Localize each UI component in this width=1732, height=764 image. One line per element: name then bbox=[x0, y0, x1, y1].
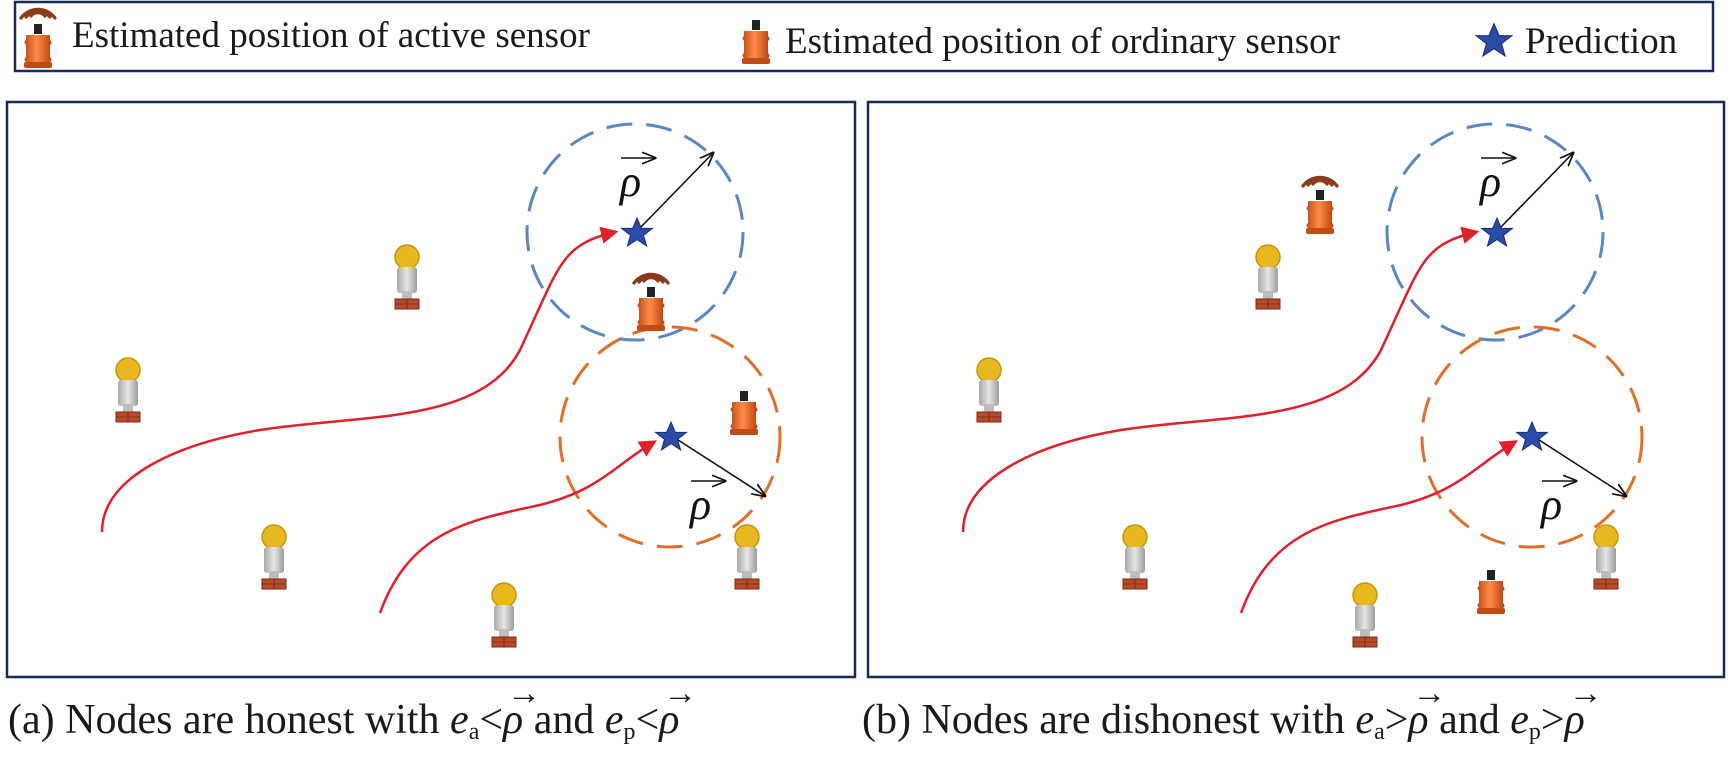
trajectory-lower bbox=[1239, 440, 1519, 614]
anchor-node bbox=[394, 244, 420, 310]
caption-a-and: and bbox=[523, 697, 605, 743]
panel-a-frame bbox=[5, 100, 857, 679]
caption-a: (a) Nodes are honest with ea<ρ and ep<ρ bbox=[8, 669, 698, 757]
anchor-node bbox=[1593, 524, 1619, 590]
caption-a-sub-p: p bbox=[623, 719, 636, 745]
orange-range-circle bbox=[1420, 325, 1644, 549]
rho-label-lower: ρ bbox=[688, 480, 711, 529]
caption-b-rel2: > bbox=[1540, 697, 1565, 743]
anchor-node bbox=[734, 524, 760, 590]
caption-a-prefix: (a) Nodes are honest with bbox=[8, 697, 451, 743]
caption-a-e1: e bbox=[450, 697, 469, 743]
trajectory-upper bbox=[100, 226, 619, 533]
rho-label-lower: ρ bbox=[1539, 480, 1562, 529]
caption-a-rho2: ρ bbox=[659, 669, 697, 745]
anchor-node bbox=[1255, 244, 1281, 310]
caption-b-rho2: ρ bbox=[1565, 669, 1603, 745]
caption-b-prefix: (b) Nodes are dishonest with bbox=[862, 697, 1356, 743]
anchor-node bbox=[976, 357, 1002, 423]
blue-range-circle bbox=[525, 122, 745, 342]
panel-b: ρ ρ bbox=[866, 100, 1726, 679]
caption-b-rho1: ρ bbox=[1408, 669, 1446, 745]
panel-b-frame bbox=[866, 100, 1726, 679]
caption-b-sub-a: a bbox=[1374, 719, 1385, 745]
caption-a-e2: e bbox=[604, 697, 624, 743]
legend-ordinary-label: Estimated position of ordinary sensor bbox=[785, 21, 1340, 62]
caption-b-sub-p: p bbox=[1528, 719, 1541, 745]
anchor-node bbox=[115, 357, 141, 423]
caption-a-rel1: < bbox=[479, 697, 504, 743]
trajectory-lower bbox=[378, 440, 658, 614]
caption-a-sub-a: a bbox=[468, 719, 480, 745]
caption-a-rho1: ρ bbox=[503, 669, 541, 745]
caption-b-e1: e bbox=[1355, 697, 1375, 743]
caption-b-and: and bbox=[1428, 697, 1511, 743]
trajectory-upper bbox=[961, 226, 1480, 533]
legend-prediction-label: Prediction bbox=[1525, 21, 1677, 62]
anchor-node bbox=[1122, 524, 1148, 590]
caption-b: (b) Nodes are dishonest with ea>ρ and ep… bbox=[862, 669, 1603, 757]
caption-a-rel2: < bbox=[635, 697, 660, 743]
legend-frame bbox=[13, 0, 1715, 73]
rho-arrow-upper bbox=[639, 153, 713, 229]
blue-range-circle bbox=[1385, 122, 1605, 342]
rho-arrow-lower bbox=[1535, 437, 1626, 496]
rho-arrow-upper bbox=[1499, 153, 1573, 229]
anchor-node bbox=[261, 524, 287, 590]
rho-label-upper: ρ bbox=[1478, 157, 1501, 206]
rho-arrow-lower bbox=[674, 437, 765, 496]
caption-b-rel1: > bbox=[1384, 697, 1409, 743]
anchor-node bbox=[1352, 582, 1378, 648]
legend: Estimated position of active sensor Esti… bbox=[13, 0, 1715, 73]
panel-a: ρ ρ bbox=[5, 100, 857, 679]
anchor-node bbox=[491, 582, 517, 648]
caption-b-e2: e bbox=[1510, 697, 1529, 743]
rho-label-upper: ρ bbox=[618, 157, 641, 206]
orange-range-circle bbox=[558, 325, 782, 549]
legend-active-label: Estimated position of active sensor bbox=[72, 15, 590, 56]
